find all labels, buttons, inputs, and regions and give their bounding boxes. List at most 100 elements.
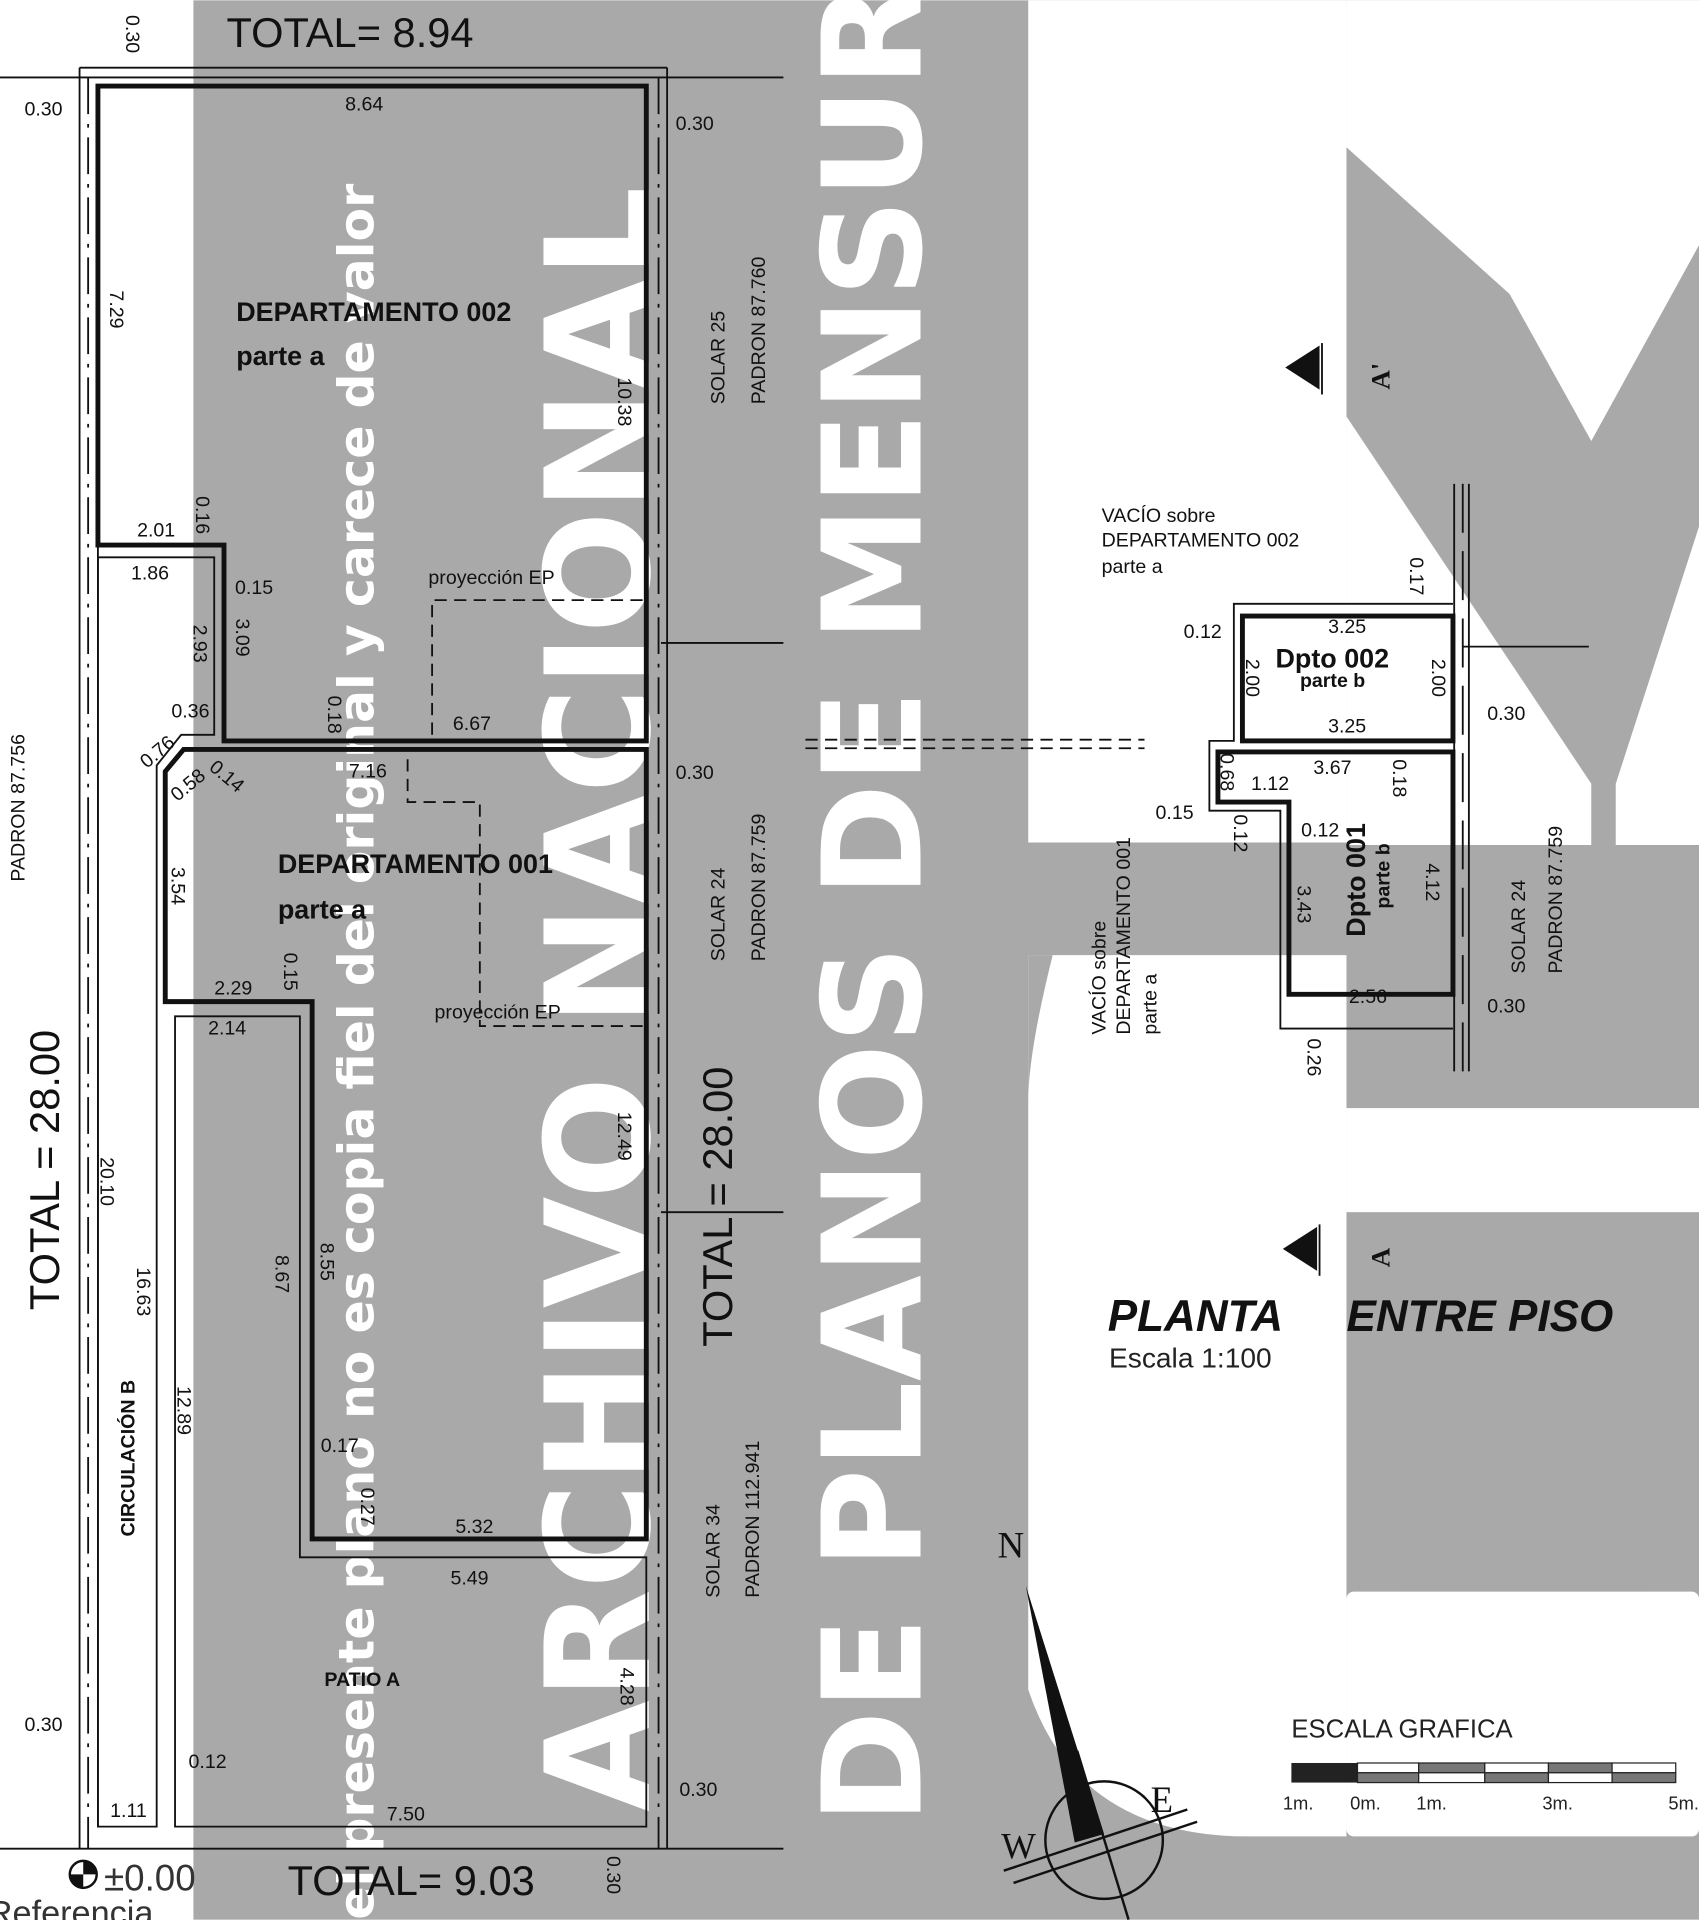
dim: 0.30 [602,1856,624,1894]
total-bottom: TOTAL= 9.03 [288,1857,535,1904]
dim: 3.09 [231,618,253,656]
dim: 0.27 [356,1488,378,1526]
padron-87759: PADRON 87.759 [748,814,770,962]
north-arrow-icon: N E W [998,1524,1198,1920]
dim: 2.00 [1427,659,1449,697]
compass-e: E [1151,1779,1173,1820]
dim: 3.54 [166,867,188,905]
dim: 3.67 [1313,757,1351,779]
dim: 0.36 [171,701,209,723]
dim: 0.15 [1156,802,1194,824]
proyeccion-2: proyección EP [435,1002,561,1024]
total-left: TOTAL = 28.00 [21,1030,68,1310]
room-dep002: DEPARTAMENTO 002 [236,297,511,327]
plan-title-1: PLANTA [1108,1292,1283,1341]
scale-bar: ESCALA GRAFICA 1m. 0m. 1m. 3m. 5m. [1283,1715,1699,1813]
dim: 0.12 [189,1751,227,1773]
dim: 7.50 [387,1804,425,1826]
room-dpto002b: Dpto 002 [1275,643,1389,673]
dim: 3.43 [1293,885,1315,923]
room-dep002-part: parte a [236,341,325,371]
room-dpto001b-part: parte b [1372,843,1394,908]
vacio-001-line1: VACÍO sobre [1087,921,1110,1035]
vacio-002-line3: parte a [1102,556,1163,578]
section-mark-a-prime: A' [1285,343,1395,395]
dim: 12.49 [613,1112,635,1161]
dim: 1.12 [1251,773,1289,795]
dim: 3.25 [1328,715,1366,737]
dimensions-right: 0.17 0.12 3.25 2.00 2.00 0.30 3.25 3.67 … [1156,557,1526,1076]
section-arrow-icon [1285,345,1320,390]
dim: 0.17 [321,1435,359,1457]
dim: 0.26 [1302,1038,1324,1076]
dim: 0.30 [676,113,714,135]
dim: 8.67 [270,1255,292,1293]
dim: 16.63 [132,1267,154,1316]
total-right: TOTAL = 28.00 [694,1067,741,1347]
proyeccion-1: proyección EP [428,567,554,589]
dim: 3.25 [1328,616,1366,638]
room-dpto002b-part: parte b [1300,670,1365,692]
vacio-002-line2: DEPARTAMENTO 002 [1102,529,1300,551]
dim: 0.12 [1184,621,1222,643]
dim: 1.11 [110,1800,147,1822]
dim: 0.30 [24,1714,62,1736]
section-arrow-icon [1282,1226,1318,1271]
dim: 0.15 [279,953,301,991]
room-dep001: DEPARTAMENTO 001 [278,849,553,879]
solar-24-right: SOLAR 24 [1508,880,1530,974]
dim: 10.38 [613,377,635,426]
compass-n: N [998,1524,1025,1565]
dim: 5.32 [455,1516,493,1538]
dim: 4.12 [1421,863,1443,901]
solar-34: SOLAR 34 [703,1504,725,1598]
dim: 0.30 [24,98,62,120]
right-plan [805,483,1589,1072]
dim: 0.15 [235,577,273,599]
section-label: A [1365,1247,1395,1267]
departamento-001-outline [162,747,649,1542]
dim: 0.18 [1388,759,1410,797]
dim: 6.67 [453,713,491,735]
compass-w: W [1001,1825,1036,1866]
plan-scale: Escala 1:100 [1109,1343,1272,1374]
dim: 2.14 [208,1018,246,1040]
dim: 8.55 [316,1243,338,1281]
total-top: TOTAL= 8.94 [226,9,473,56]
scale-bar-label: ESCALA GRAFICA [1291,1715,1513,1743]
dim: 0.30 [679,1779,717,1801]
dim: 5.49 [450,1567,488,1589]
dim: 2.01 [137,519,175,541]
dim: 0.30 [1487,996,1525,1018]
dim: 8.64 [345,94,383,116]
dim: 0.12 [1229,814,1251,852]
scale-tick: 1m. [1283,1793,1314,1814]
reference-label: Referencia [0,1895,154,1920]
watermark-background: ARCHIVO NACIONAL DE PLANOS DE MENSURA el… [193,0,1699,1920]
dim: 0.12 [1301,819,1339,841]
dpto-001-outline [1215,749,1456,997]
watermark-notice: el presente plano no es copia fiel del o… [328,184,385,1920]
dim: 20.10 [95,1157,117,1206]
scale-tick: 0m. [1350,1793,1381,1814]
vacio-001-line3: parte a [1140,974,1162,1035]
room-dep001-part: parte a [278,894,367,924]
padron-87756: PADRON 87.756 [7,734,29,882]
dim: 2.56 [1349,986,1387,1008]
padron-112941: PADRON 112.941 [742,1441,764,1598]
dim: 0.17 [1405,557,1427,595]
dim: 0.68 [1215,753,1237,791]
dim: 4.28 [616,1668,638,1706]
dim: 0.16 [191,496,213,534]
dim: 2.29 [214,977,252,999]
dim: 0.18 [323,696,345,734]
neighbor-labels: PADRON 87.756 SOLAR 25 PADRON 87.760 SOL… [7,257,1566,1598]
dim: 7.16 [349,761,387,783]
dpto-002-outline [1239,613,1456,744]
padron-87759-right: PADRON 87.759 [1545,826,1567,974]
dim: 12.89 [172,1386,194,1435]
dim: 1.86 [131,562,169,584]
plan-title-2: ENTRE PISO [1346,1292,1613,1341]
dim: 0.30 [676,762,714,784]
